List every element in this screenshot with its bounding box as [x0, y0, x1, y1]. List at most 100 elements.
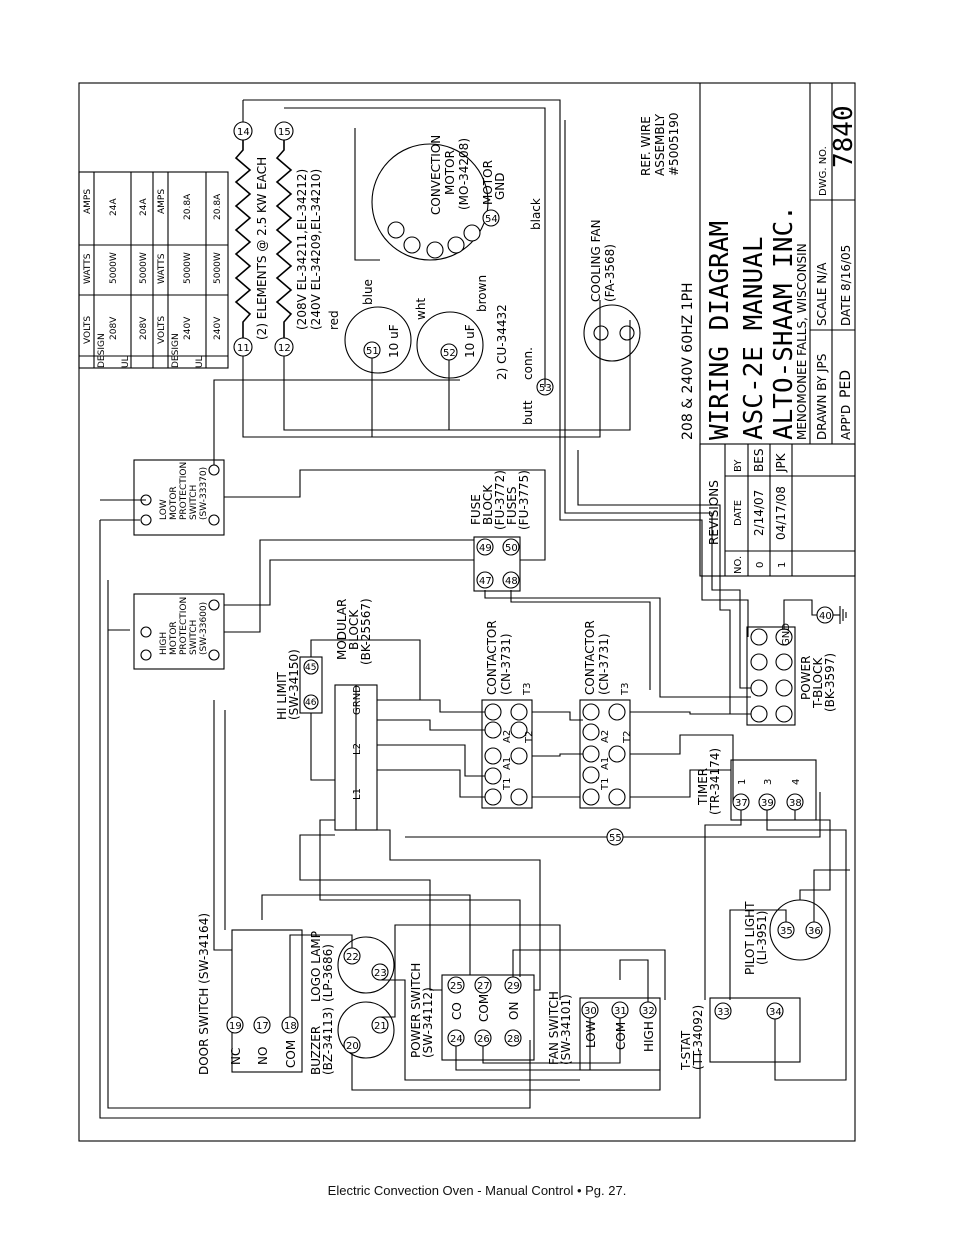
modular-block: MODULAR BLOCK (BK-25567) L1 L2 GRND [334, 598, 378, 831]
company-location: MENOMONEE FALLS, WISCONSIN [795, 243, 809, 440]
cooling-fan: COOLING FAN (FA-3568) [583, 219, 641, 362]
ul-side-1: UL [121, 356, 131, 368]
modular-l3: (BK-25567) [359, 598, 373, 665]
rev-row-1-by: JPK [774, 452, 788, 473]
cooling-fan-label: COOLING FAN [589, 219, 603, 302]
term-20: 20 [346, 1041, 359, 1052]
buzzer-l1: BUZZER [309, 1026, 323, 1075]
term-15: 15 [278, 127, 291, 138]
wire-brown: brown [475, 275, 489, 312]
drawn-by: DRAWN BY JPS [815, 354, 829, 440]
logo-lamp-l1: LOGO LAMP [309, 931, 323, 1002]
ul-side-4: DESIGN [171, 333, 181, 368]
ul-r1-amps: 24A [139, 198, 149, 216]
rev-row-0-by: BES [752, 449, 766, 472]
fuse-l1: FUSE [469, 494, 483, 525]
contactor-2: CONTACTOR (CN-3731) T3 T2 T1 A2 A1 [579, 620, 633, 809]
ul-r0-volts: 208V [109, 316, 119, 340]
term-29: 29 [507, 981, 520, 992]
door-switch-label: DOOR SWITCH (SW-34164) [197, 913, 211, 1075]
motor-label-1: CONVECTION [429, 135, 443, 215]
scale: SCALE N/A [815, 262, 829, 326]
high-motor-protection-switch: HIGH MOTOR PROTECTION SWITCH (SW-33600) [133, 593, 225, 670]
term-11: 11 [237, 343, 250, 354]
term-38: 38 [789, 798, 802, 809]
high-switch-l3: PROTECTION [179, 597, 189, 655]
contactor-1-t1: T1 [502, 778, 513, 791]
rev-row-1-no: 1 [777, 562, 788, 568]
door-switch: 19 17 18 NC NO COM DOOR SWITCH (SW-34164… [197, 913, 303, 1075]
term-37: 37 [735, 798, 748, 809]
contactor-1-a1: A1 [502, 757, 513, 770]
term-22: 22 [346, 952, 359, 963]
contactor-2-t3: T3 [620, 683, 631, 696]
motor-gnd-2: GND [493, 172, 507, 200]
high-switch-l2: MOTOR [169, 621, 179, 655]
wire-wht: wht [414, 298, 428, 320]
fuse-l5: (FU-3775) [517, 470, 531, 530]
low-switch-l4: SWITCH [189, 485, 199, 520]
hi-limit-l1: HI LIMIT [275, 672, 289, 720]
power-switch-l2: (SW-34112) [421, 987, 435, 1058]
term-30: 30 [584, 1006, 597, 1017]
contactor-2-l1: CONTACTOR [583, 620, 597, 695]
tstat-l2: (TT-34092) [691, 1005, 705, 1070]
rev-row-0-no: 0 [755, 562, 766, 568]
low-switch-l5: (SW-33370) [199, 467, 209, 520]
term-18: 18 [284, 1021, 297, 1032]
ul-h-watts-1: WATTS [83, 253, 93, 284]
page-footer: Electric Convection Oven - Manual Contro… [327, 1183, 627, 1198]
term-32: 32 [642, 1006, 655, 1017]
contactor-2-t1: T1 [600, 778, 611, 791]
term-24: 24 [450, 1034, 463, 1045]
door-switch-no: NO [256, 1047, 270, 1065]
fan-switch-com: COM [614, 1022, 628, 1050]
term-55: 55 [609, 833, 622, 844]
ul-r1-watts: 5000W [139, 252, 149, 284]
contactor-1-a2: A2 [502, 730, 513, 743]
ul-side-2: DESIGN [97, 333, 107, 368]
wiring-routes [99, 99, 850, 1119]
contactor-2-t2: T2 [622, 731, 633, 744]
term-33: 33 [717, 1007, 730, 1018]
ul-h-volts-1: VOLTS [83, 316, 93, 344]
term-12: 12 [278, 343, 291, 354]
drawing-frame [78, 82, 856, 1142]
contactor-1-t2: T2 [524, 731, 535, 744]
term-31: 31 [614, 1006, 627, 1017]
power-terminal-block: GND POWER T-BLOCK (BK-3597) 40 [746, 606, 847, 726]
pilot-l2: (LI-3951) [755, 911, 769, 965]
high-switch-l1: HIGH [159, 632, 169, 655]
term-28: 28 [507, 1034, 520, 1045]
modular-col-l1: L1 [352, 788, 363, 800]
power-block-l2: T-BLOCK [811, 657, 825, 709]
power-block-gnd: GND [781, 623, 792, 646]
contactor-2-a2: A2 [600, 730, 611, 743]
term-25: 25 [450, 981, 463, 992]
term-19: 19 [229, 1021, 242, 1032]
ul-r2-watts: 5000W [183, 252, 193, 284]
term-14: 14 [237, 127, 250, 138]
door-switch-nc: NC [229, 1048, 243, 1065]
term-46: 46 [305, 698, 317, 708]
cap2-value: 10 uF [463, 324, 477, 358]
term-51: 51 [366, 346, 379, 357]
fuse-block: 47 48 49 50 FUSE BLOCK (FU-3772) FUSES (… [469, 470, 531, 592]
contactor-1-t3: T3 [522, 683, 533, 696]
revisions-title: REVISIONS [707, 480, 721, 545]
pilot-l1: PILOT LIGHT [743, 901, 757, 975]
power-switch-co: CO [450, 1002, 464, 1020]
term-54: 54 [485, 214, 498, 225]
timer: 37 39 38 1 3 4 TIMER (TR-34174) [696, 748, 817, 821]
appd-label: APP'D [839, 405, 853, 440]
fuse-l3: (FU-3772) [493, 470, 507, 530]
drawing-date: DATE 8/16/05 [839, 245, 853, 326]
term-52: 52 [443, 348, 456, 359]
ul-h-watts-2: WATTS [157, 253, 167, 284]
cap1-value: 10 uF [387, 324, 401, 358]
ul-r2-volts: 240V [183, 316, 193, 340]
term-49: 49 [479, 543, 492, 554]
term-36: 36 [808, 926, 821, 937]
buzzer: 20 21 BUZZER (BZ-34113) [309, 1001, 395, 1075]
